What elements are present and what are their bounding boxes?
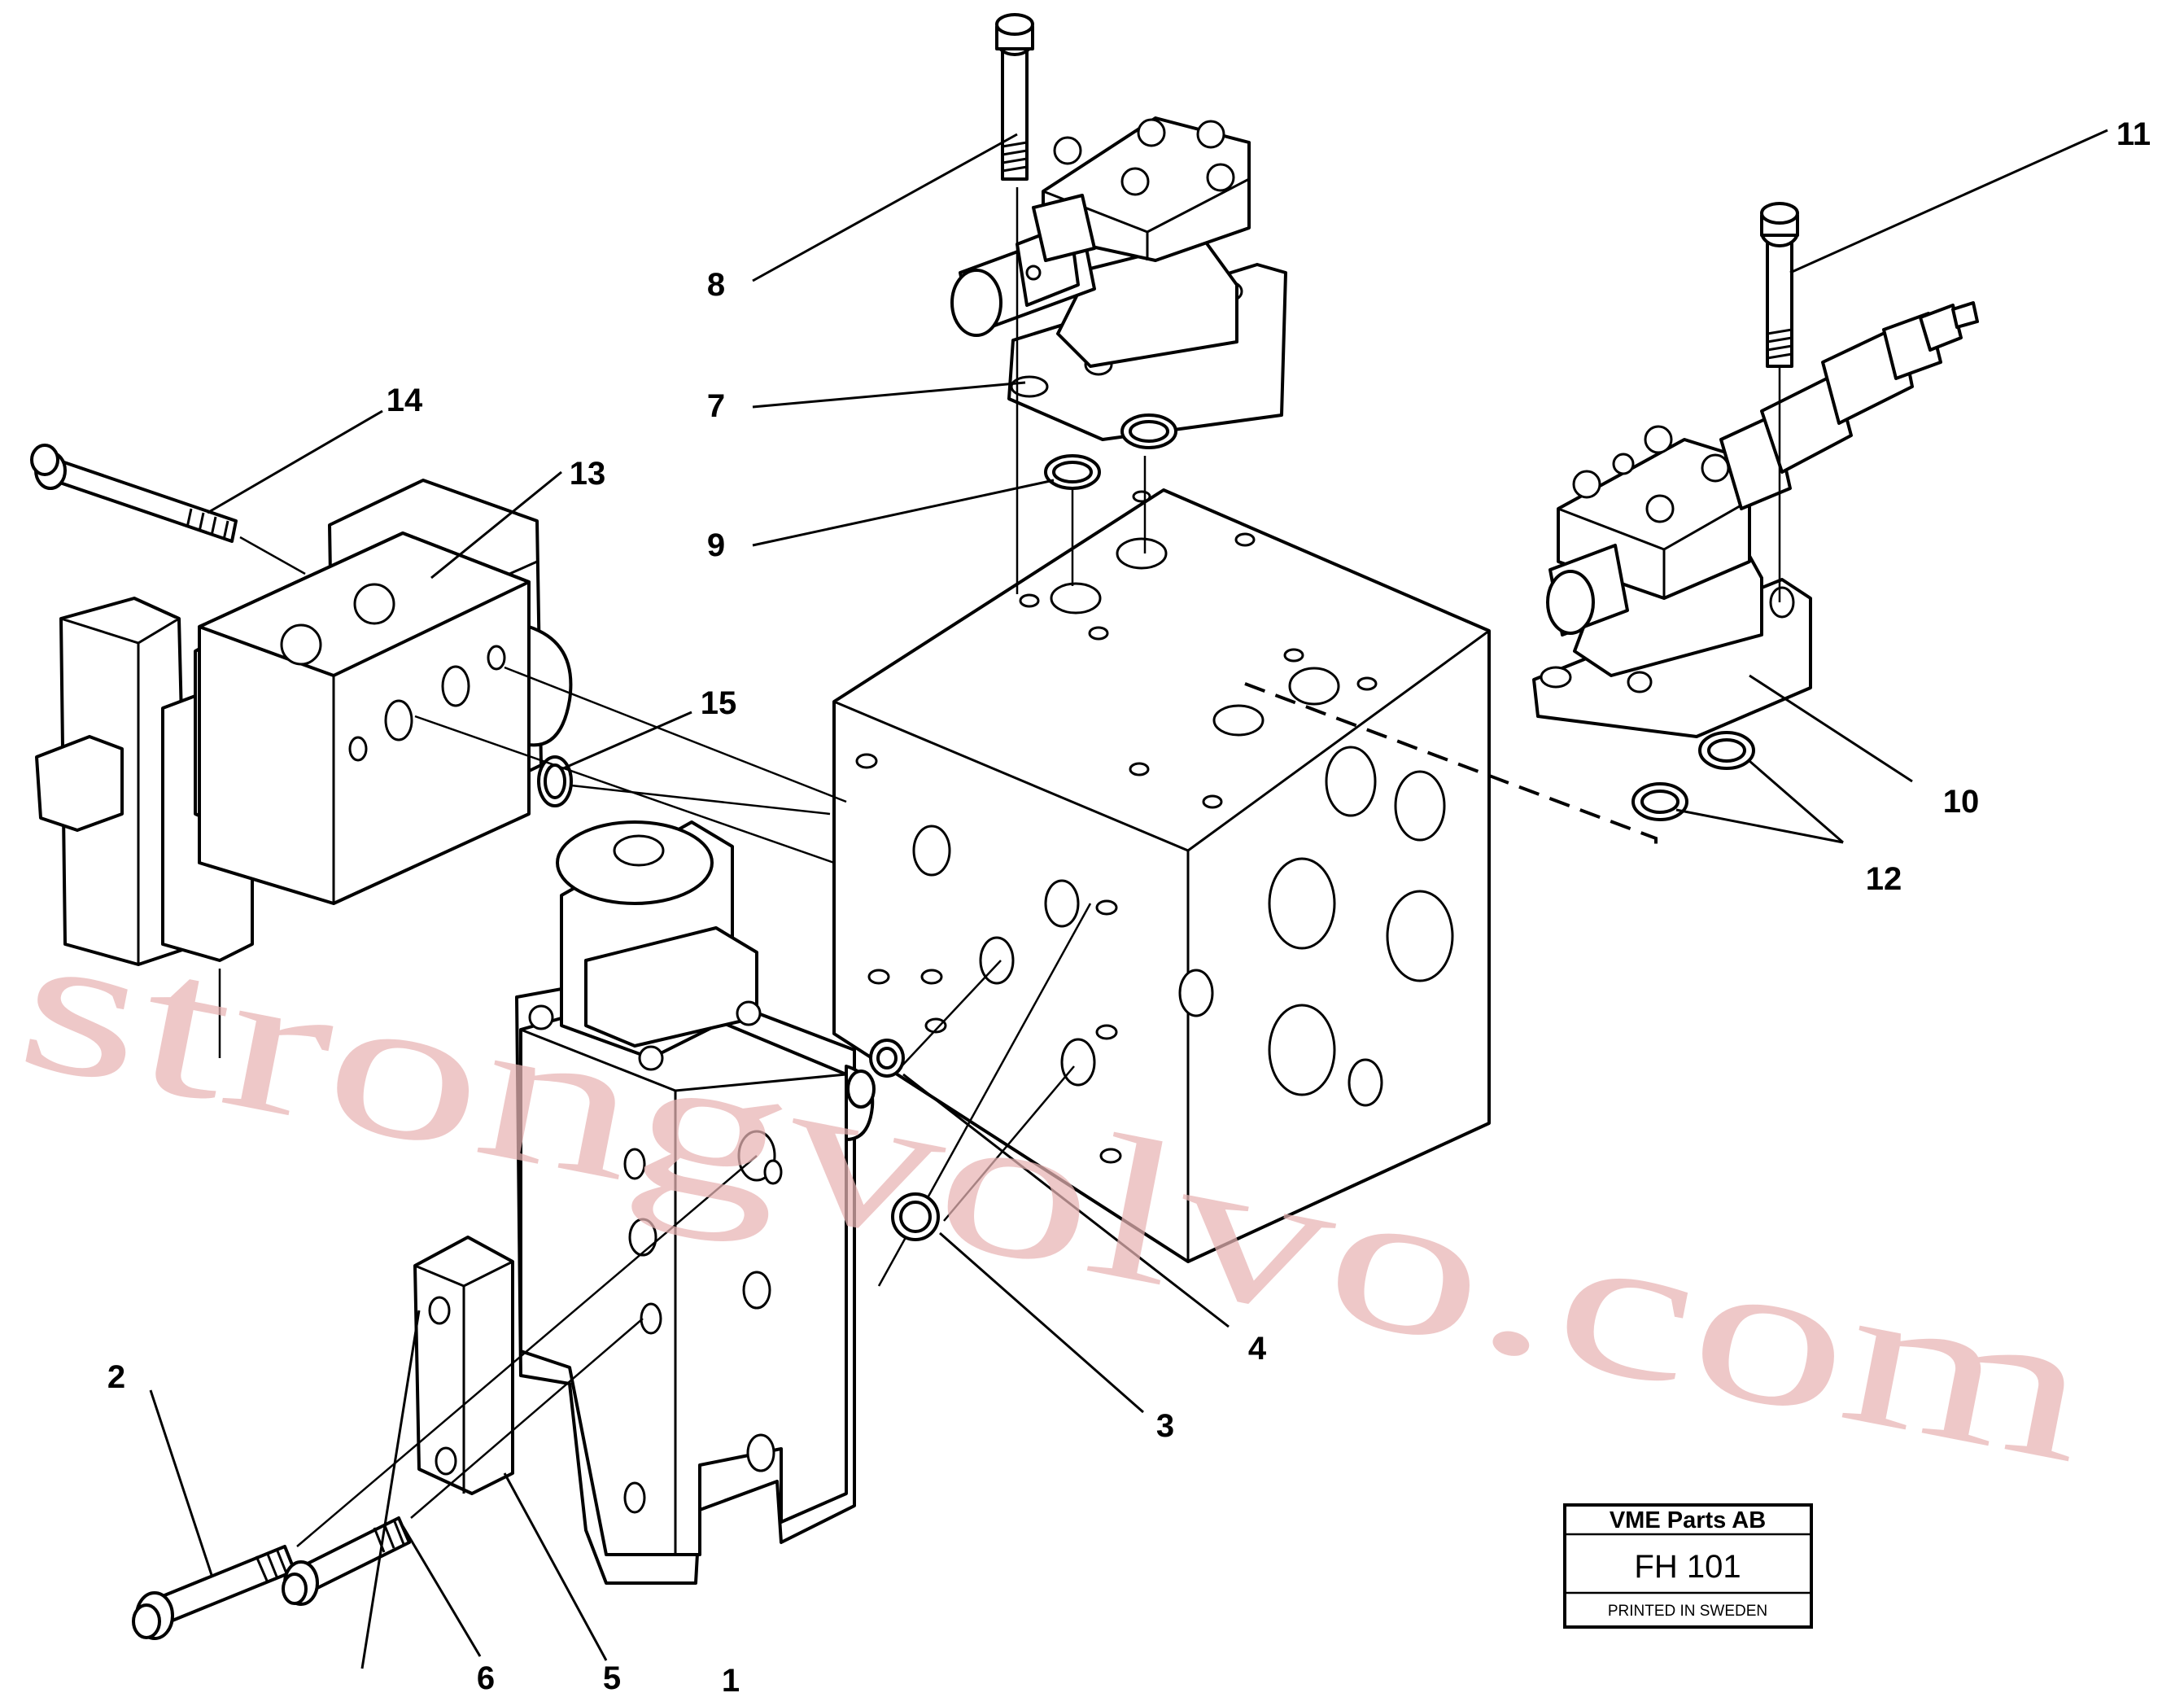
title-block-company: VME Parts AB [1610,1507,1766,1533]
callout-5: 5 [603,1660,621,1696]
callout-1: 1 [722,1663,740,1699]
callout-10: 10 [1943,784,1980,820]
callout-numbers: 1 2 3 4 5 6 7 8 9 10 11 12 13 14 15 [107,116,2151,1699]
callout-12: 12 [1866,861,1902,897]
callout-4: 4 [1248,1331,1267,1367]
callout-3: 3 [1156,1408,1174,1444]
callout-9: 9 [707,527,725,563]
leader-lines [149,129,2108,1669]
callout-8: 8 [707,267,725,303]
title-block: VME Parts AB FH 101 PRINTED IN SWEDEN [1563,1503,1813,1629]
callout-6: 6 [477,1660,495,1696]
title-block-printed: PRINTED IN SWEDEN [1608,1603,1767,1620]
callout-11: 11 [2116,116,2151,152]
callout-15: 15 [701,685,737,721]
solenoid-valve-lower [132,820,1092,1640]
callout-2: 2 [107,1359,125,1395]
callout-14: 14 [387,383,423,418]
main-valve-block [832,488,1491,1263]
callout-7: 7 [707,388,725,424]
pressure-valve-right [1244,202,1979,846]
pressure-valve-top [950,13,1287,594]
title-block-code: FH 101 [1634,1549,1741,1585]
callout-13: 13 [570,456,606,492]
